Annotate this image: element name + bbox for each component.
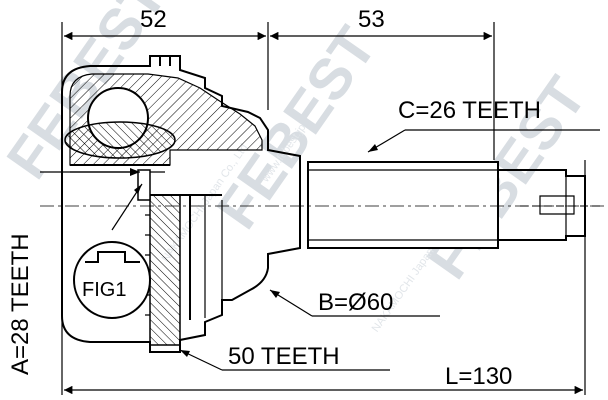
abs-teeth-label: 50 TEETH [228, 343, 340, 370]
shaft [307, 161, 600, 249]
figure-label: FIG1 [82, 279, 126, 301]
dim-length: L=130 [445, 363, 512, 390]
abs-ring [145, 194, 223, 346]
leader-lines [40, 129, 600, 371]
figure-detail [73, 169, 151, 319]
dim-top-right: 53 [358, 6, 385, 33]
diameter-b-label: B=Ø60 [318, 289, 393, 316]
spline-c-label: C=26 TEETH [398, 97, 541, 124]
dim-top-left: 52 [140, 6, 167, 33]
spline-a-label: A=28 TEETH [7, 233, 34, 375]
